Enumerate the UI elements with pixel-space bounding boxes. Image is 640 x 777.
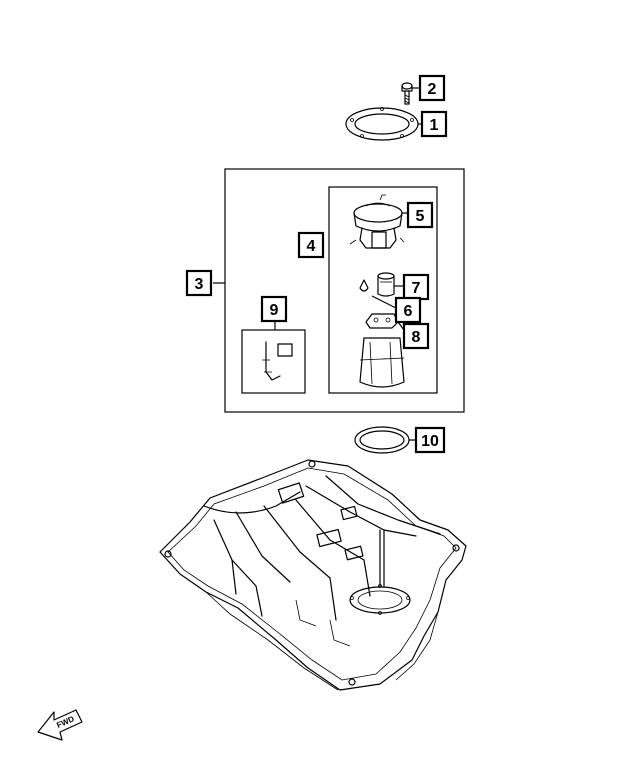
- callout-label-10: 10: [421, 433, 439, 450]
- callout-4: 4: [297, 231, 325, 259]
- callout-5: 5: [406, 201, 434, 229]
- fuel-pump-assembly-frame: [224, 168, 465, 413]
- pump-reservoir-part: [359, 337, 405, 388]
- fitting-part: [359, 279, 369, 292]
- callout-label-1: 1: [430, 117, 439, 134]
- callout-8: 8: [402, 322, 430, 350]
- callout-9: 9: [260, 295, 288, 323]
- callout-label-9: 9: [270, 302, 279, 319]
- pump-module-top-part: [349, 194, 405, 249]
- callout-3: 3: [185, 269, 213, 297]
- fuel-filter-part: [377, 272, 395, 297]
- callout-label-6: 6: [404, 303, 413, 320]
- fwd-label: FWD: [55, 714, 76, 730]
- callout-label-5: 5: [416, 208, 425, 225]
- callout-1: 1: [420, 110, 448, 138]
- fuel-tank-part: [159, 459, 467, 691]
- callout-label-8: 8: [412, 329, 421, 346]
- leader-6: [371, 295, 397, 309]
- tank-gasket-part: [354, 426, 410, 454]
- screw-part: [401, 82, 413, 105]
- pressure-regulator-part: [365, 313, 399, 329]
- callout-6: 6: [394, 296, 422, 324]
- retaining-ring-part: [345, 107, 419, 141]
- callout-10: 10: [414, 426, 446, 454]
- forward-arrow-icon: FWD: [37, 709, 83, 741]
- fuel-sender-part: [262, 341, 293, 381]
- fuel-pump-module-frame: [328, 186, 438, 394]
- callout-label-4: 4: [307, 238, 316, 255]
- callout-label-2: 2: [428, 81, 437, 98]
- callout-7: 7: [402, 273, 430, 301]
- sender-unit-frame: [241, 329, 306, 394]
- callout-2: 2: [418, 74, 446, 102]
- callout-label-3: 3: [195, 276, 204, 293]
- callout-label-7: 7: [412, 280, 421, 297]
